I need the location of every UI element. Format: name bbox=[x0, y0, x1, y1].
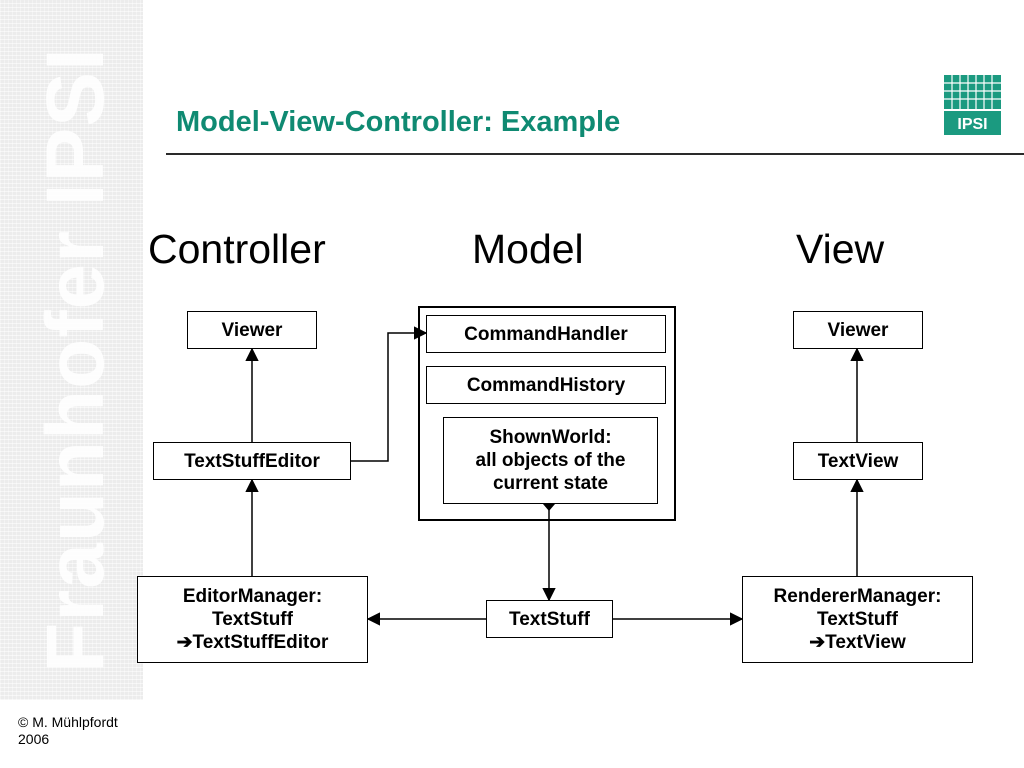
renderermanager-box: RendererManager: TextStuff ➔TextView bbox=[742, 576, 973, 663]
commandhistory-box: CommandHistory bbox=[426, 366, 666, 404]
arrow-textstuffeditor-to-commandhandler bbox=[350, 326, 428, 462]
column-header-view: View bbox=[796, 226, 885, 272]
column-header-controller: Controller bbox=[148, 226, 326, 272]
view-viewer-box: Viewer bbox=[793, 311, 923, 349]
slide-title: Model-View-Controller: Example bbox=[176, 106, 621, 138]
commandhandler-box: CommandHandler bbox=[426, 315, 666, 353]
ipsi-logo-icon: IPSI bbox=[944, 75, 1001, 135]
logo-text: IPSI bbox=[957, 116, 987, 133]
textview-box: TextView bbox=[793, 442, 923, 480]
column-header-model: Model bbox=[472, 226, 584, 272]
shownworld-box: ShownWorld: all objects of the current s… bbox=[443, 417, 658, 504]
copyright-note: © M. Mühlpfordt 2006 bbox=[18, 714, 118, 747]
textstuffeditor-box: TextStuffEditor bbox=[153, 442, 351, 480]
model-container bbox=[418, 306, 676, 521]
sidebar-band: Fraunhofer IPSI bbox=[0, 0, 143, 700]
title-divider bbox=[166, 153, 1024, 155]
textstuff-box: TextStuff bbox=[486, 600, 613, 638]
controller-viewer-box: Viewer bbox=[187, 311, 317, 349]
editormanager-box: EditorManager: TextStuff ➔TextStuffEdito… bbox=[137, 576, 368, 663]
